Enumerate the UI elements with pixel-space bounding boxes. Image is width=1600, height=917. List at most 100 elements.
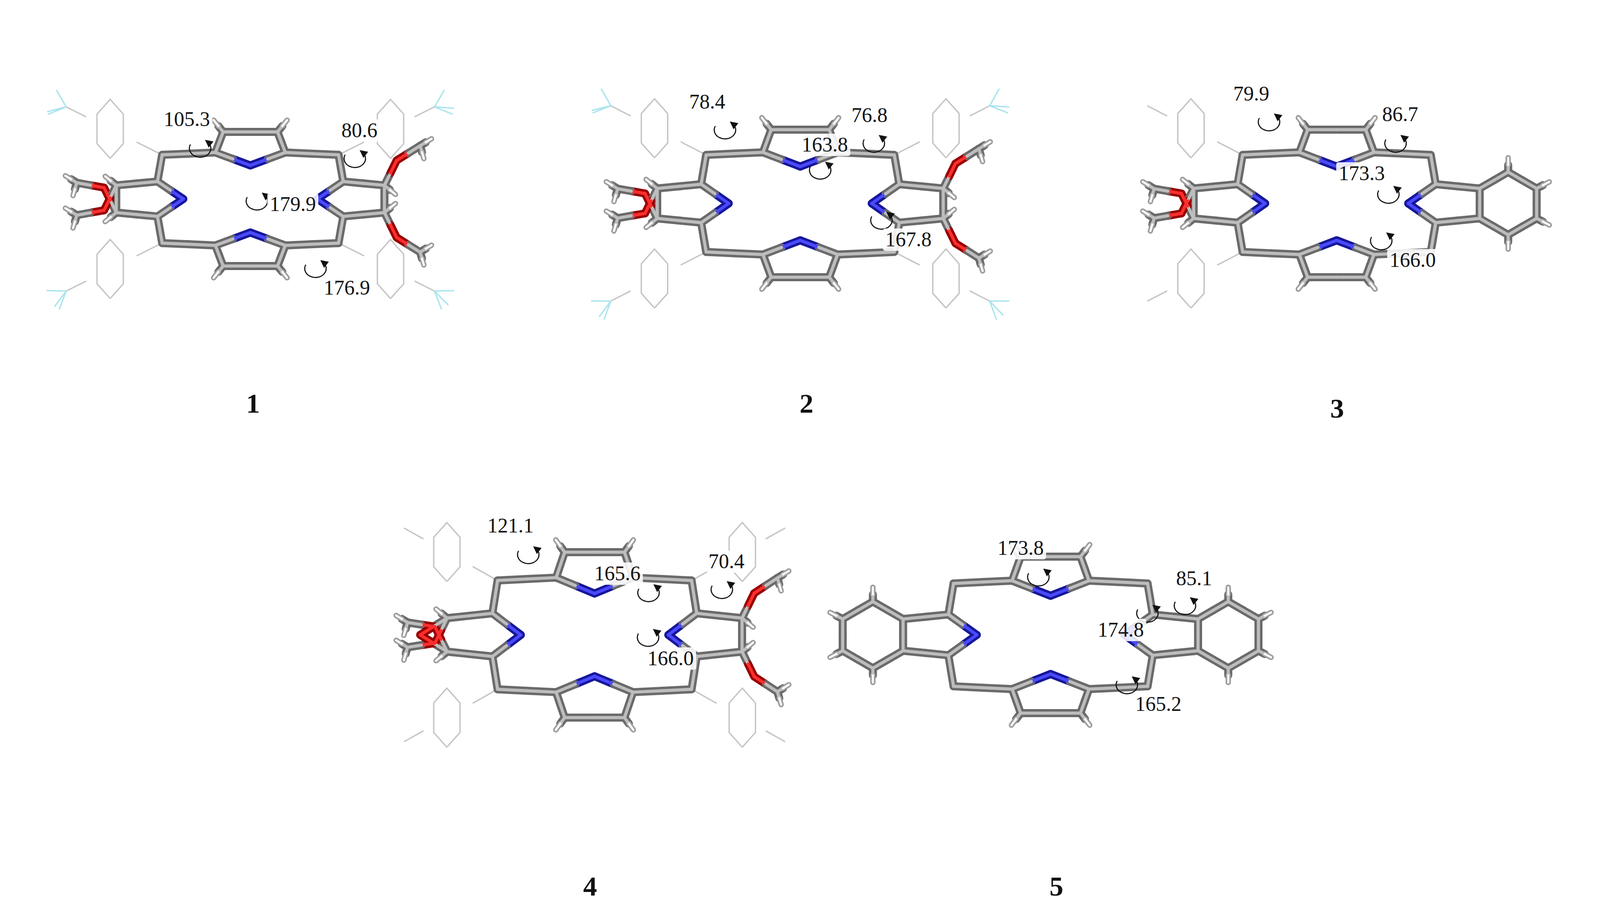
bond-tube <box>422 151 424 159</box>
bond-tube <box>899 220 922 223</box>
angle-arrow <box>1116 678 1138 694</box>
bond-tube <box>1012 688 1017 701</box>
bond-tube <box>1069 580 1090 589</box>
bond-tube <box>1228 601 1244 611</box>
bond-tube <box>703 154 707 170</box>
bond-tube <box>829 123 835 130</box>
angle-arrow <box>1370 234 1393 250</box>
bond-tube <box>1198 610 1214 620</box>
bond-tube <box>170 198 184 208</box>
bond-tube <box>407 622 422 625</box>
bond-tube <box>76 182 91 186</box>
bond-tube <box>1243 650 1259 660</box>
bond-tube <box>1336 128 1366 132</box>
bond-tube <box>800 128 830 132</box>
bond-tube <box>754 676 766 684</box>
bond-tube <box>72 189 75 196</box>
bond-tube <box>1182 179 1188 184</box>
bond-tube <box>1237 222 1241 238</box>
aryl-wireframe <box>434 89 445 107</box>
angle-label: 166.0 <box>1387 249 1439 272</box>
bond-tube <box>469 654 493 657</box>
bond-tube <box>1213 601 1229 611</box>
bond-tube <box>421 624 435 627</box>
bond-tube <box>771 128 801 132</box>
bond-tube <box>506 624 521 635</box>
bond-tube <box>657 186 680 189</box>
bond-tube <box>162 153 190 156</box>
bond-tube <box>390 224 397 238</box>
bond-tube <box>277 126 283 132</box>
bond-tube <box>1317 240 1337 248</box>
aryl-wireframe <box>729 688 756 748</box>
bond-tube <box>1069 681 1090 689</box>
aryl-wireframe <box>680 141 707 155</box>
aryl-wireframe <box>1177 98 1205 158</box>
bond-tube <box>1020 709 1051 718</box>
aryl-wireframe <box>1147 105 1167 117</box>
bond-tube <box>719 615 743 618</box>
bond-tube <box>624 717 630 724</box>
bond-tube <box>494 580 498 597</box>
bond-tube <box>162 243 190 245</box>
bond-tube <box>645 200 652 214</box>
angle-label: 80.6 <box>339 119 380 143</box>
bond-tube <box>492 656 495 673</box>
bond-tube <box>1150 195 1153 202</box>
bond-tube <box>1187 188 1194 202</box>
bond-tube <box>250 232 268 239</box>
bond-tube <box>330 207 344 217</box>
bond-tube <box>116 212 137 215</box>
bond-tube <box>492 613 507 625</box>
bond-tube <box>1336 125 1366 134</box>
bond-tube <box>1507 241 1510 250</box>
bond-tube <box>223 261 251 271</box>
bond-tube <box>800 273 830 282</box>
bond-tube <box>250 261 278 271</box>
bond-tube <box>1299 247 1319 255</box>
bond-tube <box>1336 240 1356 248</box>
angle-label: 78.4 <box>687 90 728 114</box>
aryl-wireframe <box>404 527 424 539</box>
bond-tube <box>1303 129 1308 141</box>
bond-tube <box>218 265 224 272</box>
bond-tube <box>1402 153 1432 156</box>
bond-tube <box>980 264 983 271</box>
bond-tube <box>742 605 749 619</box>
bond-tube <box>779 584 782 591</box>
bond-tube <box>1084 718 1090 726</box>
bond-tube <box>703 237 707 253</box>
bond-tube <box>650 188 658 202</box>
bond-tube <box>613 224 616 231</box>
bond-tube <box>668 634 683 646</box>
bond-tube <box>747 622 753 628</box>
bond-tube <box>925 653 949 656</box>
bond-tube <box>1050 674 1070 682</box>
bond-tube <box>984 141 991 146</box>
bond-tube <box>871 193 886 204</box>
bond-tube <box>267 238 286 245</box>
bond-tube <box>1355 152 1375 160</box>
bond-tube <box>1182 223 1188 228</box>
bond-tube <box>645 223 652 228</box>
bond-tube <box>363 212 385 215</box>
molecule-model <box>591 88 1009 320</box>
bond-tube <box>1251 193 1266 204</box>
bond-tube <box>953 686 983 688</box>
aryl-wireframe <box>1147 291 1167 302</box>
bond-tube <box>779 698 782 705</box>
bond-tube <box>747 622 753 628</box>
bond-tube <box>921 218 944 221</box>
bond-tube <box>1182 223 1188 228</box>
compound-number: 3 <box>1328 392 1347 424</box>
bond-tube <box>1457 218 1480 221</box>
bond-tube <box>1307 125 1337 134</box>
bond-tube <box>556 577 576 586</box>
bond-tube <box>497 578 527 581</box>
bond-tube <box>700 213 715 224</box>
aryl-wireframe <box>765 730 786 742</box>
bond-tube <box>1257 619 1261 635</box>
bond-tube <box>668 624 683 635</box>
bond-tube <box>1237 184 1252 195</box>
bond-tube <box>982 580 1012 583</box>
